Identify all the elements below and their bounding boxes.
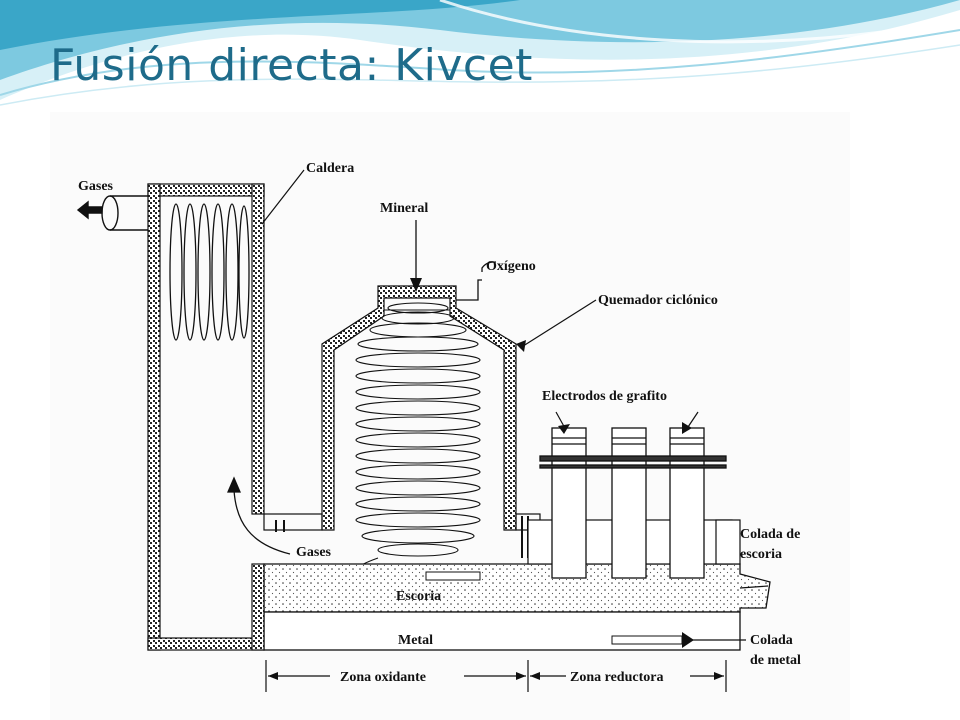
graphite-electrodes [539,427,727,579]
label-colada-metal-line1: Colada [750,633,793,648]
mineral-feed-arrow [410,220,422,292]
label-escoria: Escoria [396,589,441,604]
label-colada-escoria-line2: escoria [740,547,782,562]
cyclone-spiral [355,302,481,575]
cyclone-burner-shell [321,285,517,531]
gas-flow-arrow [227,476,291,555]
label-colada-escoria-line1: Colada de [740,527,800,542]
gas-outlet-pipe [76,195,148,231]
label-zona-oxidante: Zona oxidante [340,670,426,685]
label-colada-metal-line2: de metal [750,653,801,668]
label-caldera: Caldera [306,161,354,176]
oxygen-inlet [456,261,497,301]
boiler-coil [169,203,250,341]
caldera-walls [147,183,265,651]
zone-dimension-lines [265,660,727,692]
label-gases-flow: Gases [296,545,332,560]
label-gases-outlet: Gases [78,179,114,194]
label-oxigeno: Oxígeno [486,259,536,274]
slide-title: Fusión directa: Kivcet [50,40,533,91]
label-quemador-ciclonico: Quemador ciclónico [598,293,718,308]
diagram-canvas: Gases Caldera Mineral Oxígeno Quemador c… [76,161,801,692]
kivcet-furnace-diagram: Gases Caldera Mineral Oxígeno Quemador c… [50,112,850,720]
label-zona-reductora: Zona reductora [570,670,663,685]
label-mineral: Mineral [380,201,428,216]
label-electrodos-grafito: Electrodos de grafito [542,389,667,404]
label-metal: Metal [398,633,433,648]
leader-lines [261,169,769,641]
header-wave-decoration [0,0,960,106]
